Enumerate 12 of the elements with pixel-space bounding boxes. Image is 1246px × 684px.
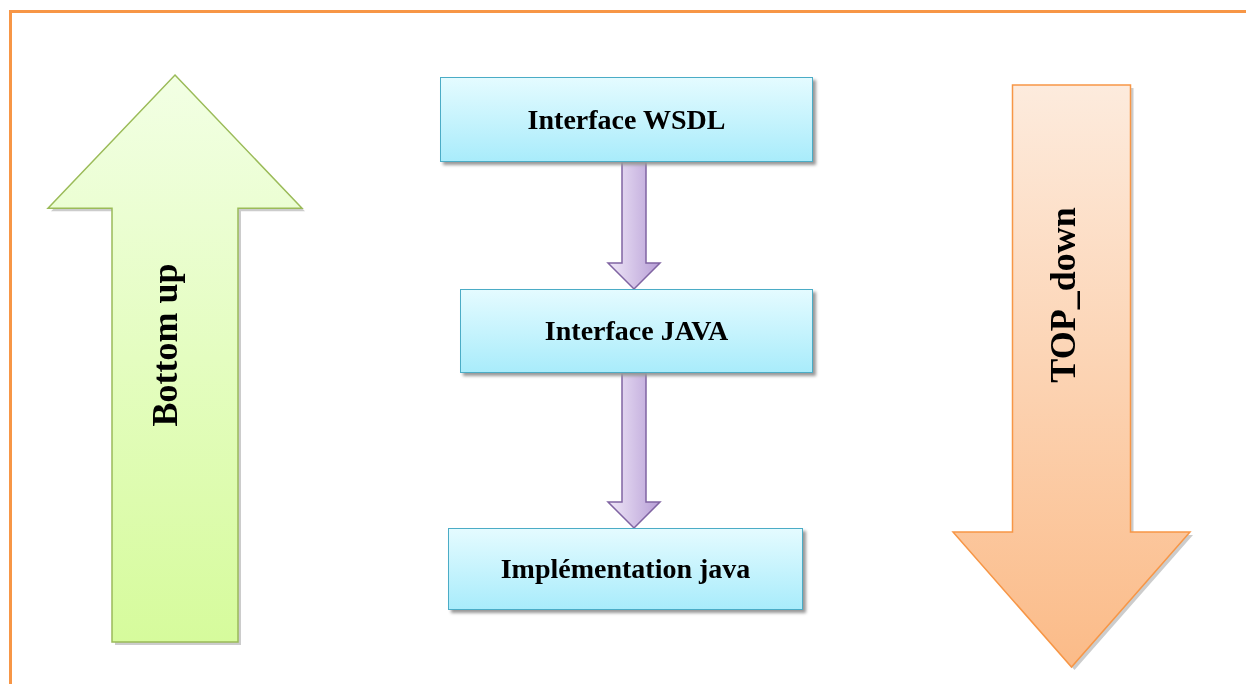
upward-arrow xyxy=(48,75,302,642)
process-box xyxy=(460,289,813,373)
process-box xyxy=(440,77,813,162)
box-label: Interface WSDL xyxy=(527,103,726,136)
box-label: Interface JAVA xyxy=(544,315,729,347)
process-box xyxy=(448,528,803,610)
block-arrow xyxy=(606,161,662,291)
downward-arrow xyxy=(953,85,1190,667)
arrow-label: TOP_down xyxy=(1042,207,1084,383)
arrow-label: Bottom up xyxy=(144,263,186,427)
block-arrow xyxy=(606,372,662,530)
box-label: Implémentation java xyxy=(500,553,751,585)
